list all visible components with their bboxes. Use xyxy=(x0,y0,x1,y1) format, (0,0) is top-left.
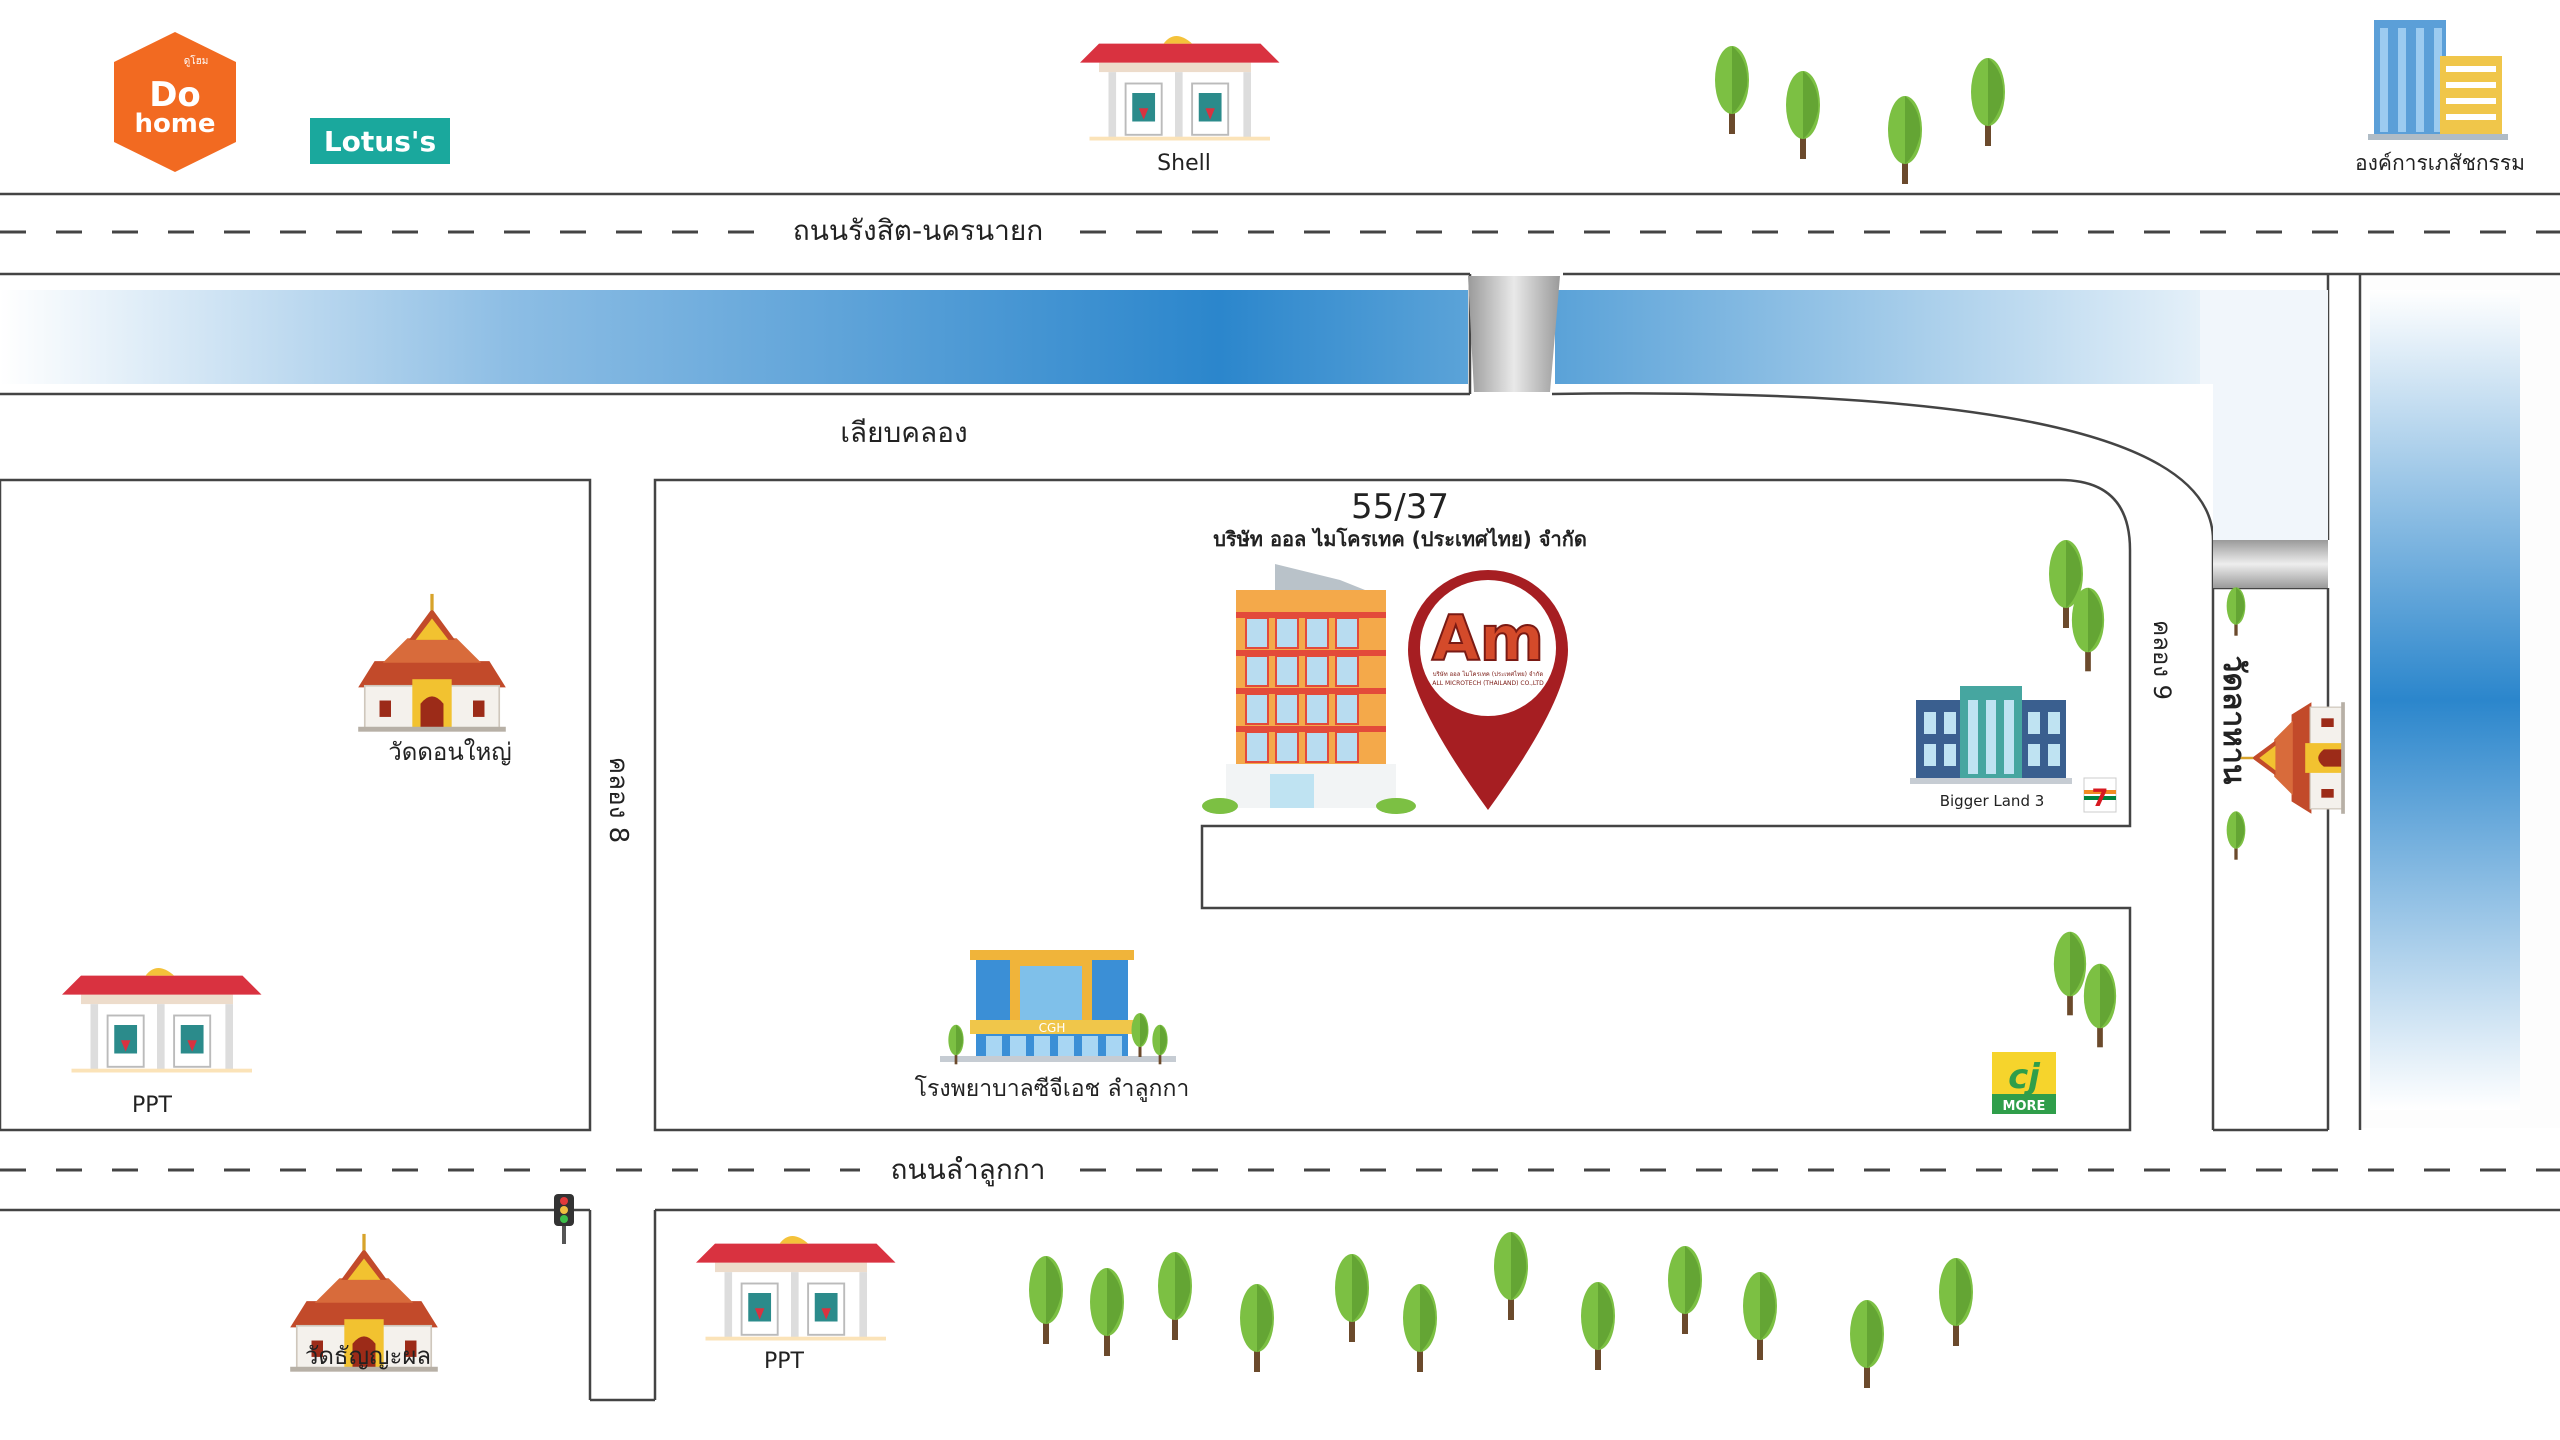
shell-station-icon xyxy=(1079,35,1281,142)
shell-label: Shell xyxy=(1157,151,1211,176)
canal-corner xyxy=(2200,290,2328,545)
ppt-left-station-icon xyxy=(61,967,263,1074)
traffic-light-icon xyxy=(554,1194,574,1244)
wat-don-yai-label: วัดดอนใหญ่ xyxy=(388,738,511,766)
dohome-line2: home xyxy=(134,109,215,139)
company-building-icon xyxy=(1202,564,1416,814)
canal-right xyxy=(1555,290,2325,384)
wat-thanyaphon-label: วัดธัญญะผล xyxy=(305,1342,431,1370)
bigger-land-building-icon xyxy=(1910,686,2072,784)
bottom-trees xyxy=(1029,1232,1973,1388)
ppt-bottom-station-icon xyxy=(695,1235,897,1342)
ppt-bottom-label: PPT xyxy=(764,1349,805,1374)
company-logo-text: Am xyxy=(1432,602,1545,675)
wat-lahan-temple-icon xyxy=(2240,701,2346,815)
canal-road-label: เลียบคลอง xyxy=(840,416,967,449)
seven-eleven-logo: 7 xyxy=(2083,777,2117,813)
company-logo-sub2: ALL MICROTECH (THAILAND) CO.,LTD xyxy=(1432,680,1544,687)
lotus-text: Lotus's xyxy=(324,125,436,158)
side-bridge xyxy=(2213,540,2328,588)
hospital-label: โรงพยาบาลซีจีเอช ลำลูกกา xyxy=(915,1075,1190,1102)
company-location-pin: Am บริษัท ออล ไมโครเทค (ประเทศไทย) จำกัด… xyxy=(1408,570,1568,810)
seven-eleven-text: 7 xyxy=(2092,784,2109,812)
company-address: 55/37 xyxy=(1351,487,1449,527)
canal-left xyxy=(0,290,1468,384)
wat-lahan-label: วัดลาหาน xyxy=(2216,656,2251,785)
cj-more-logo: cj MORE xyxy=(1992,1052,2056,1114)
dohome-line1: Do xyxy=(149,75,201,115)
khlong9-label: คลอง 9 xyxy=(2148,620,2176,700)
wat-don-yai-icon xyxy=(357,593,507,733)
cj-logo-text: cj xyxy=(2008,1057,2041,1097)
ppt-left-label: PPT xyxy=(132,1093,173,1118)
company-name: บริษัท ออล ไมโครเทค (ประเทศไทย) จำกัด xyxy=(1213,527,1587,551)
gpo-label: องค์การเภสัชกรรม xyxy=(2355,151,2525,175)
lotus-logo: Lotus's xyxy=(310,118,450,164)
hospital-sign-text: CGH xyxy=(1039,1021,1066,1035)
dohome-logo: ดูโฮม Do home xyxy=(114,32,236,172)
hospital-building-icon: CGH xyxy=(940,950,1176,1065)
river-right xyxy=(2370,290,2520,1110)
road-label-bottom: ถนนลำลูกกา xyxy=(891,1153,1046,1187)
bigger-land-label: Bigger Land 3 xyxy=(1940,792,2045,810)
canal-bridge xyxy=(1468,276,1560,392)
gpo-building-icon xyxy=(2368,20,2508,140)
company-logo-sub1: บริษัท ออล ไมโครเทค (ประเทศไทย) จำกัด xyxy=(1433,670,1544,678)
cj-more-text: MORE xyxy=(2003,1099,2046,1114)
khlong8-label: คลอง 8 xyxy=(603,757,633,843)
center-dashes xyxy=(0,230,2560,1172)
road-label-top: ถนนรังสิต-นครนายก xyxy=(793,214,1043,247)
top-trees xyxy=(1715,46,2005,184)
dohome-small-text: ดูโฮม xyxy=(184,54,209,67)
